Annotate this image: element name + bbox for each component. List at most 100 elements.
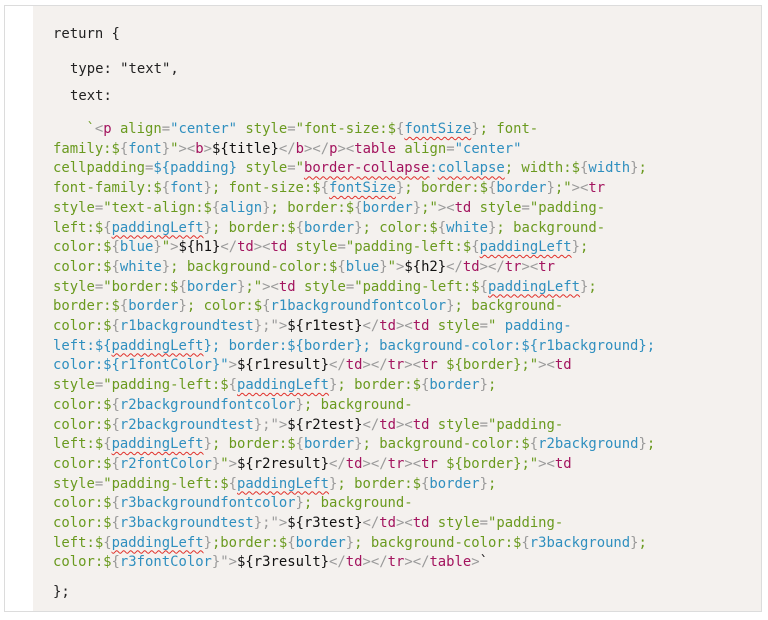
code-token: ; background- [303,495,413,512]
spellcheck-flagged-token: paddingLeft [111,436,204,453]
code-token: color:$ [53,396,112,413]
code-token: color:$ [53,495,112,512]
code-token: "padding-left:$ [345,239,472,256]
code-token: { [111,318,120,334]
code-token: < [270,278,279,295]
code-token: ; background- [303,396,413,413]
code-token: : [429,160,438,177]
code-token: { [119,140,129,157]
code-token: </ [362,318,380,334]
code-token: = [521,199,530,216]
code-token: < [546,455,555,472]
code-token: "font-size:$ [295,121,396,137]
code-token: } [253,515,263,531]
code-line: style="border:${border};"><td style="pad… [53,277,597,297]
code-token: " [387,258,396,275]
code-token: "center" [454,140,522,157]
code-token: ${padding} [153,160,238,177]
code-token: border [295,534,346,551]
code-token: </ [362,416,380,433]
spellcheck-flagged-token: paddingLeft [488,278,581,295]
code-token: ${r2test} [287,416,363,433]
code-token: { [337,258,346,275]
code-token: } [161,258,171,275]
code-token: } [571,239,581,256]
code-token: style [287,239,338,256]
code-token: td [412,318,430,334]
code-line: border:${border}; color:${r1backgroundfo… [53,296,563,316]
code-token: ${h2} [404,258,447,275]
code-token: " [295,160,304,177]
code-token: td [278,278,296,295]
code-token: ; color:$ [186,298,263,315]
code-token: td [462,258,480,275]
code-token: ; [487,377,497,394]
code-token: ></ [362,554,388,571]
code-token: style [53,199,95,216]
code-token: < [446,199,455,216]
spellcheck-flagged-token: paddingLeft [111,534,204,551]
code-token: tr [421,357,438,374]
code-token: ; [638,534,647,551]
code-token: ></ [304,140,330,157]
code-token: color:$ [53,258,112,275]
code-token: } [479,377,488,394]
code-token: { [111,239,120,256]
code-token: b [195,140,204,157]
code-token: r1backgroundfontcolor [270,298,447,315]
code-token: ; font-size:$ [211,180,321,197]
code-line: color:${r3fontColor}">${r3result}</td></… [53,552,488,572]
spellcheck-flagged-token: collapse [437,160,505,177]
code-token: { [111,396,120,413]
code-token: < [579,180,589,197]
code-token: >< [395,416,413,433]
code-token: = [161,121,171,137]
spellcheck-flagged-token: border-collapse [303,160,430,177]
code-token: r1backgroundtest [119,318,254,334]
code-token: left:$ [53,219,104,236]
code-token: " [161,239,171,256]
code-token: } [153,239,162,256]
code-token: = [479,318,488,334]
code-line: style="text-align:${align}; border:${bor… [53,198,605,218]
code-line: color:${r2backgroundfontcolor}; backgrou… [53,395,413,415]
code-token: "center" [170,121,238,137]
code-token: ;" [554,180,572,197]
code-token: white [119,258,162,275]
code-line-return: return { [53,26,120,42]
code-token: > [228,357,237,374]
spellcheck-flagged-token: paddingLeft [479,239,572,256]
code-token: "padding- [488,416,564,433]
code-token: ; border:$ [270,199,355,216]
code-token: p [103,121,112,137]
code-token: "padding-left:$ [354,278,480,295]
code-token: = [145,160,154,177]
code-token: style [429,318,480,334]
code-token: td [345,455,363,472]
code-line: style="padding-left:${paddingLeft}; bord… [53,474,496,494]
code-token: >< [337,140,355,157]
code-token: ;" [421,199,438,216]
code-token: } [354,219,363,236]
code-token: left:$ [53,436,104,453]
code-token: tr [588,180,606,197]
code-token: style [53,475,95,492]
code-token: ; border:$ [404,180,488,197]
code-token: align [220,199,263,216]
code-token: blue [119,239,154,256]
code-token: { [437,219,447,236]
code-token: > [278,416,288,433]
code-token: </ [329,455,346,472]
code-token: { [119,298,129,315]
code-token: { [354,199,363,216]
code-token: { [320,180,330,197]
code-token: border [303,219,355,236]
code-token: r3backgroundfontcolor [119,495,296,512]
code-token: r3backgroundtest [119,515,254,531]
code-token: ; border:$ [337,377,422,394]
code-token: ; background-color:$ [362,436,530,453]
code-token: { [111,495,120,512]
code-line: style="padding-left:${paddingLeft}; bord… [53,375,496,395]
code-token: blue [345,258,380,275]
code-token: "padding-left:$ [103,377,229,394]
